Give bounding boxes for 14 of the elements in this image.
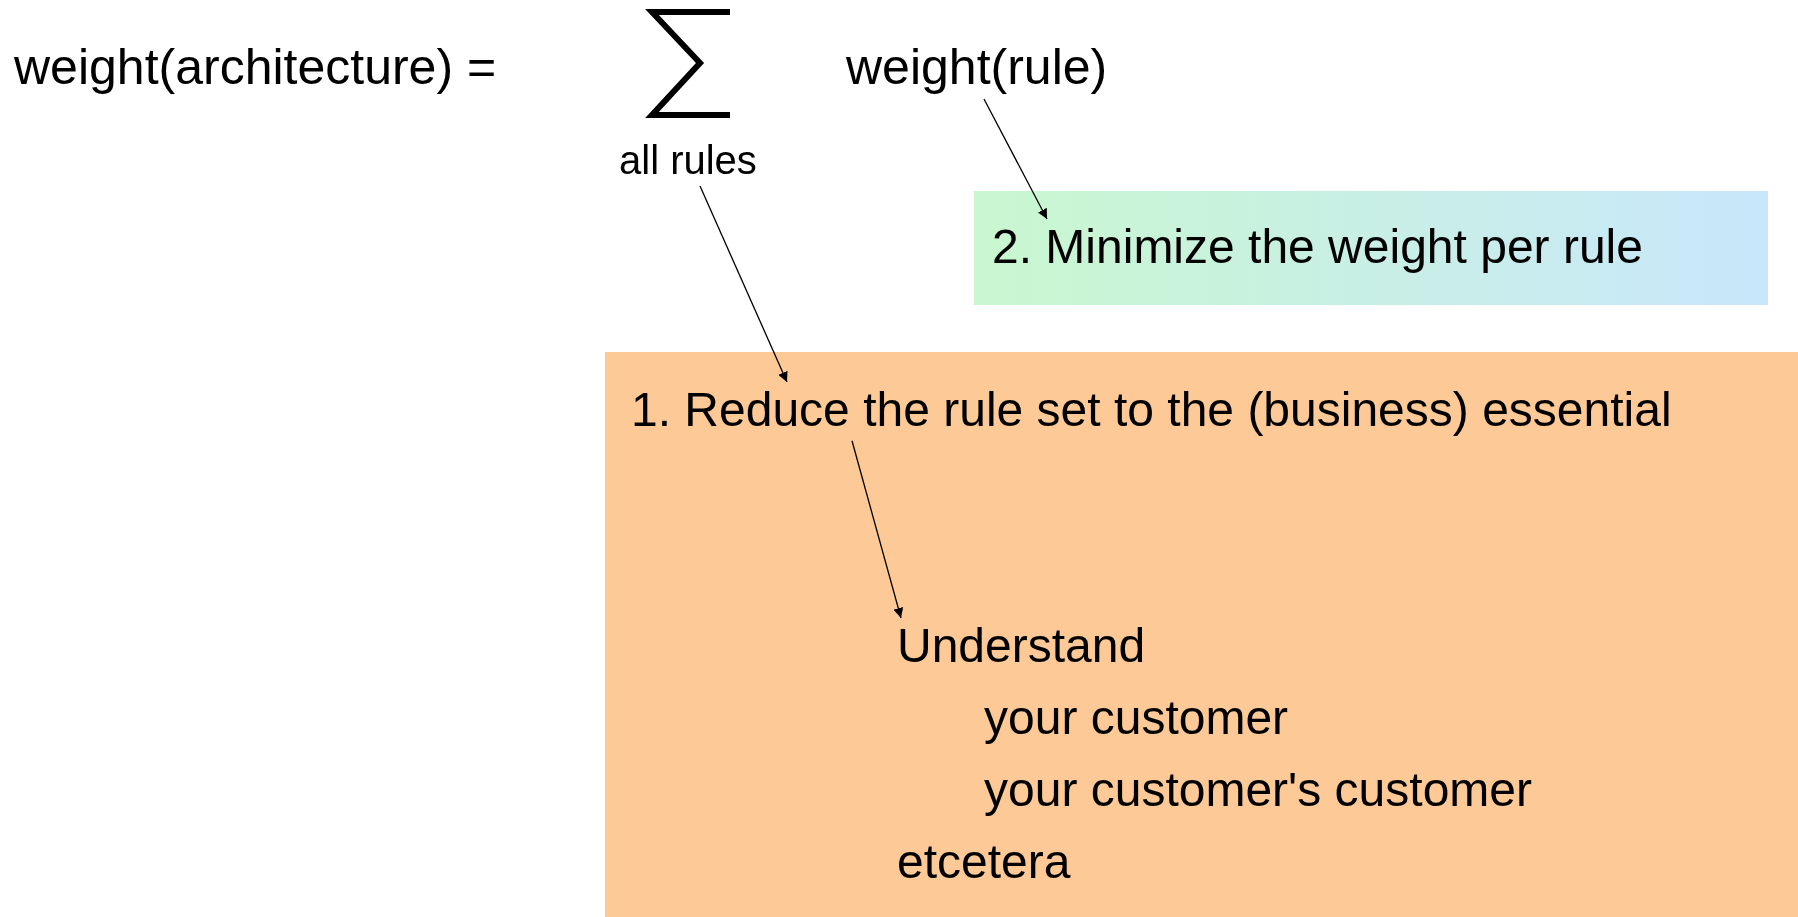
arrow [983, 98, 1048, 220]
step-heading: 2. Minimize the weight per rule [992, 221, 1643, 274]
list-item: etcetera [897, 836, 1072, 890]
list-item: Understand [897, 620, 1147, 674]
step-box [974, 191, 1768, 305]
list-item: your customer's customer [983, 764, 1532, 818]
formula-term: weight(rule) [846, 40, 1108, 95]
step-heading: 1. Reduce the rule set to the (business) essential [631, 384, 1672, 437]
arrow [699, 185, 788, 383]
list-item: your customer [983, 692, 1290, 746]
step-panel [605, 352, 1798, 917]
arrow [851, 440, 904, 619]
summation-index: all rules [619, 138, 757, 182]
formula-text: weight(architecture) = [14, 40, 497, 95]
